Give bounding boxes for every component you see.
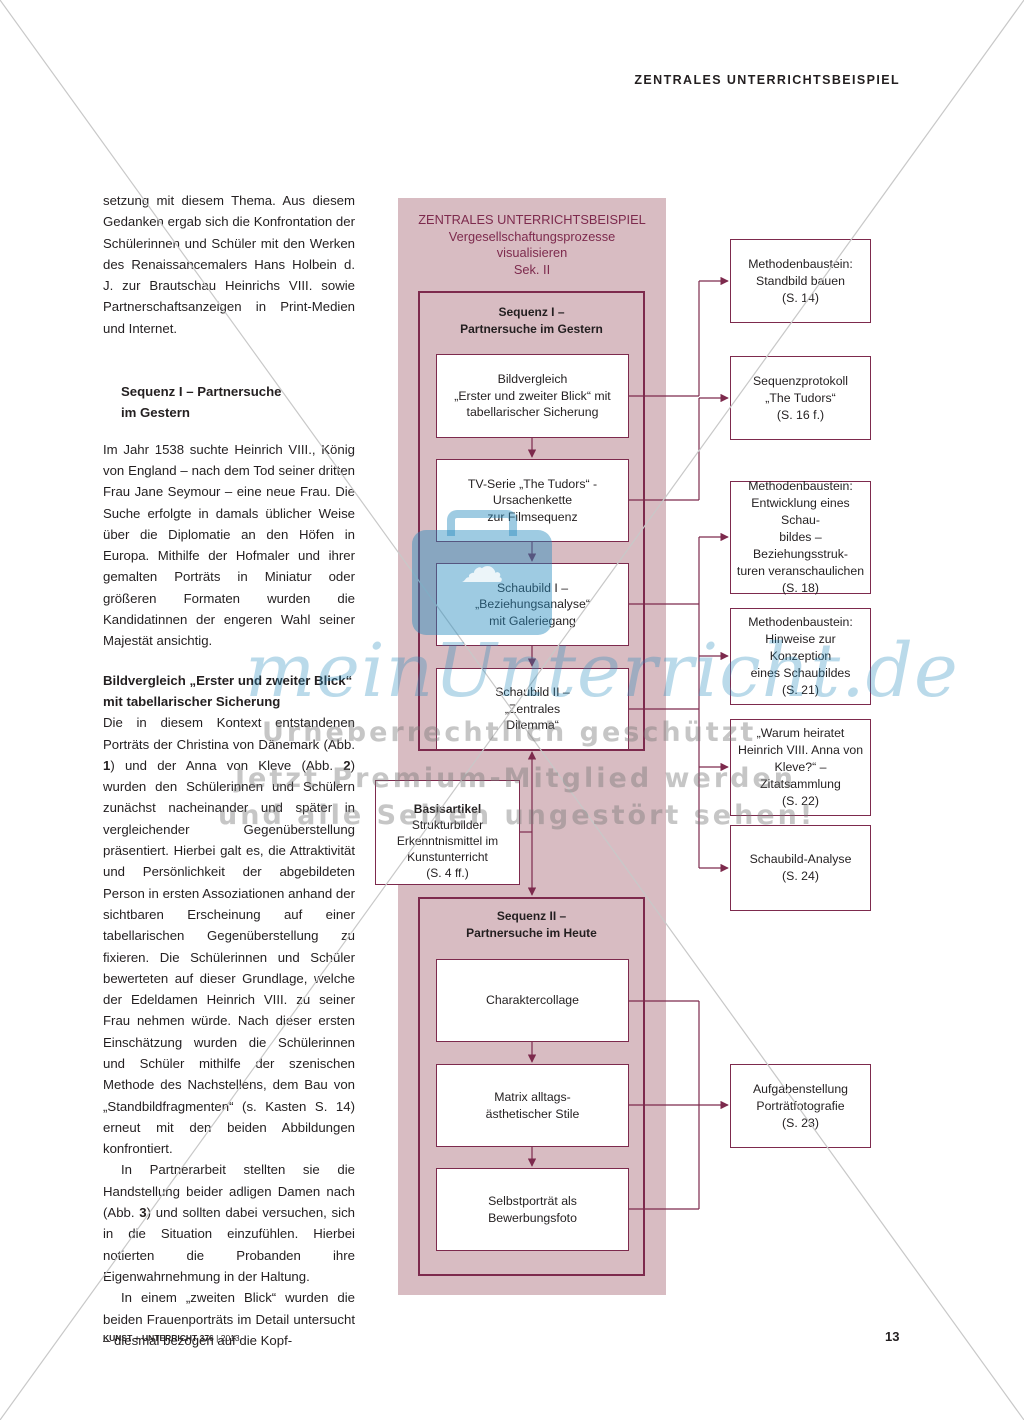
sequence-title-line: Sequenz I – [498,305,565,319]
step-line: Bildvergleich [497,372,568,387]
paragraph-intro: setzung mit diesem Thema. Aus diesem Ged… [103,193,355,336]
side-box-konzeption: Methodenbaustein: Hinweise zur Konzeption… [730,608,871,705]
sequence-title-line: Partnersuche im Heute [466,926,597,940]
sequence-title-line: Partnersuche im Gestern [460,322,603,336]
step-line: zur Filmsequenz [487,509,578,524]
sequence-1-title: Sequenz I – Partnersuche im Gestern [418,304,645,338]
side-box-line: bildes – Beziehungsstruk- [752,530,848,561]
side-box-line: Schaubild-Analyse [749,852,852,866]
step-line: Charaktercollage [486,993,579,1008]
basisartikel-line: (S. 4 ff.) [426,866,469,880]
step-line: „Beziehungsanalyse“ [475,597,590,612]
diagram-header: ZENTRALES UNTERRICHTSBEISPIEL Vergesells… [398,212,666,278]
figure-ref: 1 [103,757,111,773]
side-box-schaubild-analyse: Schaubild-Analyse (S. 24) [730,825,871,911]
side-box-line: Porträtfotografie [756,1098,845,1113]
subheading-line: im Gestern [121,405,190,421]
figure-ref: 3 [139,1205,147,1221]
step-line: Selbstporträt als [488,1193,577,1208]
side-box-line: Heinrich VIII. Anna von [737,743,864,757]
side-box-line: Methodenbaustein: [748,615,853,629]
footer-issue: KUNST + UNTERRICHT 376 | 2013 [103,1333,240,1343]
side-box-line: eines Schaubildes [750,666,851,680]
text-run: Die in diesem Kontext entstandenen Portr… [103,715,355,752]
footer-year: | 2013 [216,1333,240,1343]
step-line: „Zentrales [504,701,561,716]
paragraph-heinrich: Im Jahr 1538 suchte Heinrich VIII., Köni… [103,441,355,649]
step-line: Ursachenkette [492,493,573,508]
subheading-line: Sequenz I – Partnersuche [121,384,282,400]
basisartikel-line: Kunstunterricht [407,850,488,864]
step-bildvergleich: Bildvergleich„Erster und zweiter Blick“ … [436,354,629,438]
text-run: ) und sollten dabei versuchen, sich in d… [103,1205,356,1284]
text-run: ) und der Anna von Kleve (Abb. [110,757,344,773]
diagram-header-line: visualisieren [496,245,568,260]
figure-ref: 2 [343,757,351,773]
paragraph-partnerarbeit: In Partnerarbeit stellten sie die Handst… [103,1159,355,1287]
side-box-line: Standbild bauen [756,273,845,288]
side-box-schaubild-entwicklung: Methodenbaustein: Entwicklung eines Schau… [730,479,871,595]
step-line: Schaubild II – [495,685,570,700]
side-box-line: (S. 21) [782,683,819,697]
sequence-title-line: Sequenz II – [496,909,567,923]
subheading-sequence-1: Sequenz I – Partnersuche im Gestern [121,381,355,424]
step-charaktercollage: Charaktercollage [436,959,629,1042]
side-box-line: (S. 23) [782,1115,819,1130]
side-box-line: „The Tudors“ [765,390,836,405]
step-line: Dilemma“ [506,718,559,733]
step-line: „Erster und zweiter Blick“ mit [454,388,611,403]
step-line: Matrix alltags- [494,1089,571,1104]
step-matrix: Matrix alltags-ästhetischer Stile [436,1064,629,1147]
subheading-line: mit tabellarischer Sicherung [103,693,281,709]
article-text-column: setzung mit diesem Thema. Aus diesem Ged… [103,190,355,1351]
side-box-line: Entwicklung eines Schau- [751,496,850,527]
page-number: 13 [885,1329,900,1344]
side-box-line: Sequenzprotokoll [752,373,849,388]
footer-magazine: KUNST [103,1333,133,1343]
basisartikel-line: Erkenntnismittel im [396,834,499,848]
side-box-line: (S. 16 f.) [776,407,825,422]
basisartikel-box: Basisartikel Strukturbilder Erkenntnismi… [375,780,520,885]
side-box-line: (S. 24) [782,869,819,883]
side-box-line: (S. 22) [782,794,819,808]
step-line: Bewerbungsfoto [488,1210,577,1225]
step-line: tabellarischer Sicherung [466,405,599,420]
text-run: ) wurden den Schülerinnen und Schülern z… [103,757,355,1157]
paragraph-zweiter-blick: In einem „zweiten Blick“ wurden die beid… [103,1290,355,1348]
sequence-2-title: Sequenz II – Partnersuche im Heute [418,908,645,942]
diagram-header-line: ZENTRALES UNTERRICHTSBEISPIEL [418,212,646,227]
side-box-line: Aufgabenstellung [752,1081,849,1096]
side-box-line: „Warum heiratet [756,726,845,740]
side-box-line: Methodenbaustein: [748,479,853,493]
footer-separator: + [134,1333,140,1343]
side-box-line: turen veranschaulichen [736,564,865,578]
step-line: ästhetischer Stile [485,1106,580,1121]
diagram-header-line: Sek. II [513,261,551,277]
side-box-line: Kleve?“ – Zitatsammlung [760,760,841,791]
step-schaubild-1: Schaubild I – „Beziehungsanalyse“mit Gale… [436,563,629,646]
subheading-line: Bildvergleich „Erster und zweiter Blick“ [103,672,353,688]
step-line: Schaubild I – [496,580,569,595]
text-run: In Partnerarbeit stellten sie die Handst… [103,1162,355,1221]
side-box-line: Hinweise zur Konzeption [765,632,836,663]
footer-issue-number: UNTERRICHT 376 [142,1333,214,1343]
diagram-header-line: Vergesellschaftungsprozesse [448,228,616,244]
side-box-line: (S. 14) [782,290,819,305]
basisartikel-line: Strukturbilder [411,818,484,832]
side-box-line: (S. 18) [782,581,819,595]
side-box-line: Methodenbaustein: [748,256,853,271]
step-line: mit Galeriegang [489,613,576,628]
step-line: TV-Serie „The Tudors“ - [467,476,598,491]
running-head: ZENTRALES UNTERRICHTSBEISPIEL [634,73,900,87]
paragraph-portraits: Die in diesem Kontext entstandenen Portr… [103,712,355,1159]
subheading-bildvergleich: Bildvergleich „Erster und zweiter Blick“… [103,670,355,713]
side-box-sequenzprotokoll: Sequenzprotokoll „The Tudors“ (S. 16 f.) [730,356,871,440]
basisartikel-title: Basisartikel [413,802,482,816]
